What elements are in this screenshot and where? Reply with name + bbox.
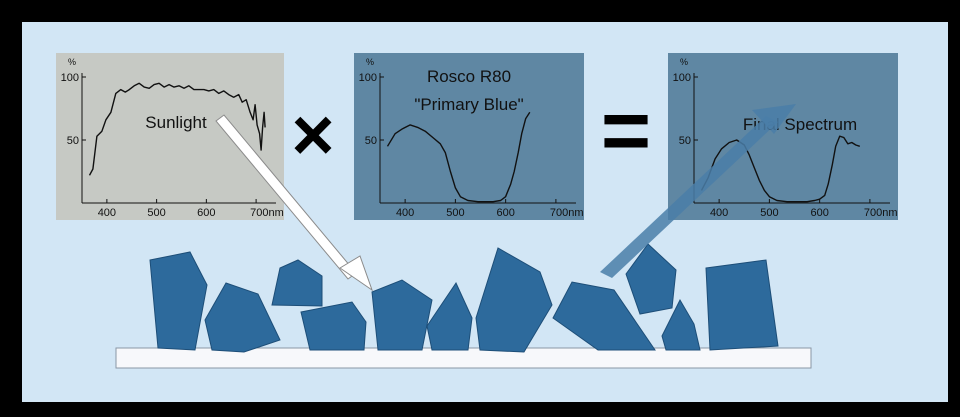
y-tick-label: 100 [359,72,377,84]
panel-label-line2: "Primary Blue" [414,95,523,114]
panel-background [354,53,584,220]
y-tick-label: 50 [67,135,79,147]
rock [475,247,553,353]
multiply-operator: × [291,93,334,176]
filtered-light-arrow [600,104,796,278]
x-tick-label: 700nm [550,207,584,219]
y-tick-label: 50 [365,135,377,147]
equals-sign: = [601,83,651,179]
filter-panel: % 100 50 400 500 600 700nm Rosco R80 "Primary Bl… [354,53,584,220]
rock [705,259,779,351]
y-tick-label: 100 [673,72,691,84]
sunlight-panel: % 100 50 400 500 600 700nm Sunlight [56,53,284,220]
rock [552,281,656,351]
rock [149,251,208,351]
y-tick-label: 100 [61,72,79,84]
sunlight-arrow [215,114,373,292]
y-tick-label: 50 [679,135,691,147]
y-axis-unit: % [68,57,76,67]
rock [625,243,677,315]
panel-label: Rosco R80 [427,67,511,86]
panel-label: Sunlight [145,113,207,132]
spectrum-panels: % 100 50 400 500 600 700nm Sunlight% 100 50 400 500… [56,53,898,220]
panel-background [56,53,284,220]
rock [271,259,323,307]
x-tick-label: 600 [496,207,514,219]
x-tick-label: 400 [396,207,414,219]
equals-operator: = [601,83,651,179]
y-axis-unit: % [366,57,374,67]
x-tick-label: 700nm [250,207,284,219]
sunlight-curve [88,82,266,176]
x-tick-label: 600 [197,207,215,219]
rock [426,281,473,351]
x-tick-label: 400 [98,207,116,219]
rock [300,301,367,351]
rock [371,279,433,351]
x-tick-label: 600 [810,207,828,219]
result-curve [700,135,861,203]
rock [204,282,281,353]
filter-curve [386,111,531,203]
panel-background [668,53,898,220]
x-tick-label: 500 [147,207,165,219]
x-tick-label: 500 [446,207,464,219]
y-axis-unit: % [680,57,688,67]
rock [661,298,701,351]
x-tick-label: 700nm [864,207,898,219]
x-tick-label: 400 [710,207,728,219]
x-tick-label: 500 [760,207,778,219]
rock-group [149,243,779,353]
